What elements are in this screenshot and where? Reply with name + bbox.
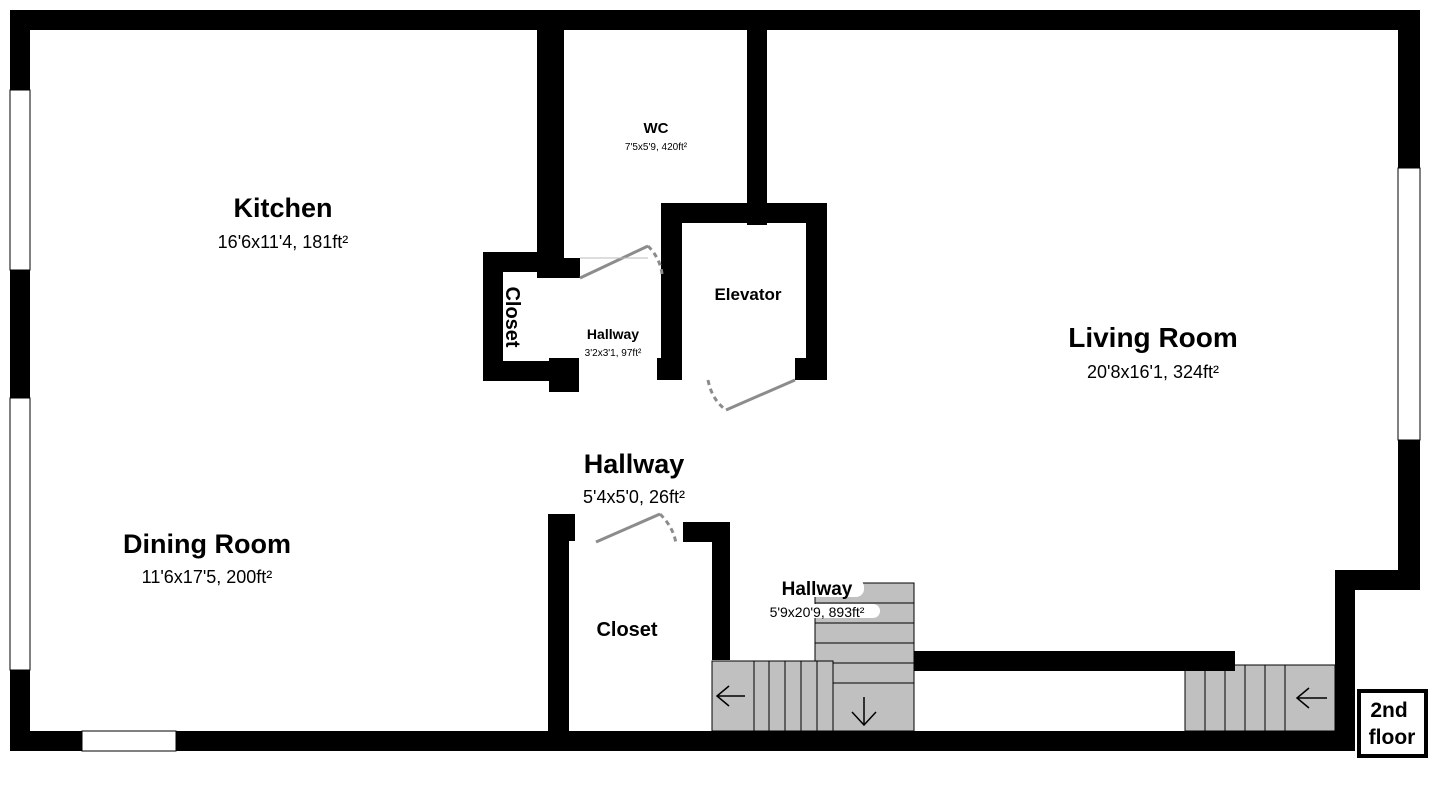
room-hallway-small-dims: 3'2x3'1, 97ft² [585,348,642,359]
room-dining-room-name: Dining Room [123,529,291,559]
arrow-down-icon [851,697,877,727]
room-wc-name: WC [644,120,669,137]
wall-top [10,10,1420,30]
wall-elevator [661,203,827,223]
wall-closet-bottom [548,514,569,751]
door-elevator [706,378,796,412]
doors [579,244,796,545]
wall-right [1398,10,1420,168]
wall-kitchen-wc [537,10,564,278]
door-closet-bottom [595,512,678,545]
floor-label-line-1: 2nd [1370,699,1407,722]
room-dining-room-dims: 11'6x17'5, 200ft² [142,567,273,587]
windows [9,89,1421,752]
room-kitchen-name: Kitchen [233,193,332,223]
room-hallway-center-dims: 5'4x5'0, 26ft² [583,487,685,507]
room-hallway-stairs-name: Hallway [782,579,853,600]
arrow-left-icon [715,685,745,707]
walls [10,10,1420,751]
room-closet-bottom-name: Closet [596,619,657,641]
room-kitchen-dims: 16'6x11'4, 181ft² [218,232,349,252]
wall-bottom [10,731,82,751]
room-elevator-name: Elevator [714,285,781,304]
stairs [711,582,1336,732]
room-hallway-stairs-dims: 5'9x20'9, 893ft² [770,604,865,620]
room-hallway-small-name: Hallway [587,326,639,342]
room-living-room-dims: 20'8x16'1, 324ft² [1087,362,1219,382]
arrow-left-icon [1295,687,1327,709]
door-hallway-small [579,244,664,280]
room-wc-dims: 7'5x5'9, 420ft² [625,142,688,153]
floor-label-line-2: floor [1369,726,1416,749]
room-closet-top-name: Closet [501,286,523,347]
wall-left [10,10,30,90]
room-living-room-name: Living Room [1068,322,1238,353]
room-hallway-center-name: Hallway [584,449,685,479]
hallway-stairs-label-bg [776,579,864,597]
stair-flight-lower-left [711,660,834,732]
floor-label: 2nd floor [1357,689,1428,758]
